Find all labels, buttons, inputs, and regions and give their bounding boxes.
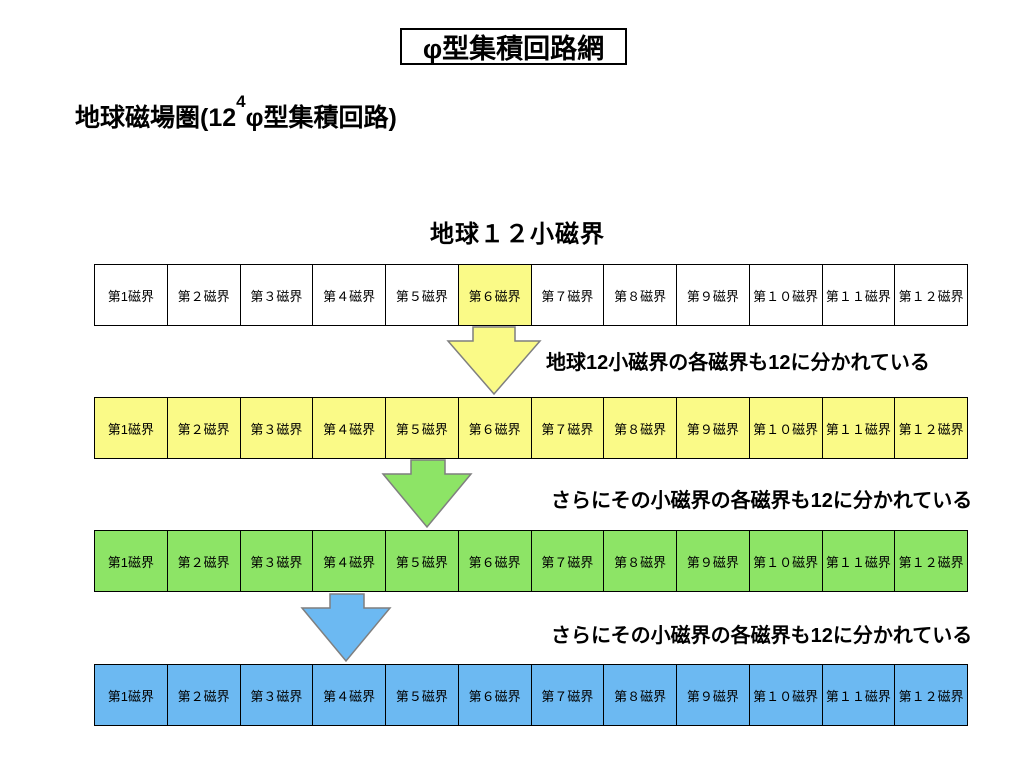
magnetic-cell: 第５磁界 (386, 398, 459, 458)
magnetic-cell: 第１１磁界 (822, 265, 896, 325)
magnetic-cell: 第１２磁界 (895, 665, 967, 725)
magnetic-cell: 第1磁界 (95, 265, 168, 325)
magnetic-cell: 第１０磁界 (749, 531, 823, 591)
magnetic-cell: 第1磁界 (95, 398, 168, 458)
magnetic-cell: 第６磁界 (458, 665, 532, 725)
magnetic-cell: 第３磁界 (240, 398, 314, 458)
magnetic-cell: 第２磁界 (167, 665, 241, 725)
magnetic-cell: 第３磁界 (240, 265, 314, 325)
magnetic-cell: 第１２磁界 (895, 531, 967, 591)
magnetic-cell: 第９磁界 (677, 398, 750, 458)
magnetic-cell: 第８磁界 (604, 531, 677, 591)
magnetic-cell: 第５磁界 (386, 265, 459, 325)
magnetic-cell: 第６磁界 (458, 398, 532, 458)
annotation-level-2: 地球12小磁界の各磁界も12に分かれている (546, 352, 930, 374)
subtitle: 地球磁場圏(124φ型集積回路) (75, 92, 397, 134)
magnetic-cell: 第９磁界 (677, 265, 750, 325)
page-title: φ型集積回路網 (422, 34, 605, 64)
subtitle-suffix: φ型集積回路) (245, 104, 397, 132)
magnetic-row-level-1: 第1磁界第２磁界第３磁界第４磁界第５磁界第６磁界第７磁界第８磁界第９磁界第１０磁… (94, 264, 968, 326)
magnetic-cell: 第６磁界 (458, 265, 532, 325)
magnetic-cell: 第９磁界 (677, 531, 750, 591)
magnetic-cell: 第４磁界 (313, 265, 386, 325)
magnetic-cell: 第１２磁界 (895, 265, 967, 325)
title-box: φ型集積回路網 (400, 28, 627, 65)
blue-down-arrow-icon (300, 593, 392, 663)
magnetic-cell: 第７磁界 (531, 665, 605, 725)
magnetic-cell: 第１０磁界 (749, 265, 823, 325)
magnetic-cell: 第４磁界 (313, 531, 386, 591)
magnetic-cell: 第１０磁界 (749, 398, 823, 458)
row1-heading: 地球１２小磁界 (430, 221, 605, 248)
magnetic-cell: 第７磁界 (531, 265, 605, 325)
magnetic-cell: 第１０磁界 (749, 665, 823, 725)
magnetic-cell: 第1磁界 (95, 665, 168, 725)
magnetic-cell: 第４磁界 (313, 665, 386, 725)
magnetic-cell: 第５磁界 (386, 665, 459, 725)
magnetic-cell: 第２磁界 (167, 398, 241, 458)
magnetic-cell: 第４磁界 (313, 398, 386, 458)
annotation-level-4: さらにその小磁界の各磁界も12に分かれている (551, 625, 973, 647)
magnetic-cell: 第８磁界 (604, 665, 677, 725)
green-down-arrow-icon (381, 459, 473, 529)
magnetic-cell: 第１１磁界 (822, 398, 896, 458)
magnetic-cell: 第３磁界 (240, 531, 314, 591)
magnetic-cell: 第１１磁界 (822, 665, 896, 725)
magnetic-cell: 第１１磁界 (822, 531, 896, 591)
magnetic-cell: 第1磁界 (95, 531, 168, 591)
magnetic-cell: 第８磁界 (604, 265, 677, 325)
magnetic-cell: 第９磁界 (677, 665, 750, 725)
annotation-level-3: さらにその小磁界の各磁界も12に分かれている (551, 490, 973, 512)
subtitle-exponent: 4 (236, 91, 246, 111)
subtitle-prefix: 地球磁場圏(12 (75, 104, 237, 132)
magnetic-cell: 第２磁界 (167, 531, 241, 591)
magnetic-cell: 第５磁界 (386, 531, 459, 591)
magnetic-row-level-4: 第1磁界第２磁界第３磁界第４磁界第５磁界第６磁界第７磁界第８磁界第９磁界第１０磁… (94, 664, 968, 726)
magnetic-row-level-3: 第1磁界第２磁界第３磁界第４磁界第５磁界第６磁界第７磁界第８磁界第９磁界第１０磁… (94, 530, 968, 592)
magnetic-cell: 第８磁界 (604, 398, 677, 458)
magnetic-cell: 第７磁界 (531, 398, 605, 458)
magnetic-cell: 第３磁界 (240, 665, 314, 725)
magnetic-cell: 第１２磁界 (895, 398, 967, 458)
magnetic-cell: 第６磁界 (458, 531, 532, 591)
magnetic-row-level-2: 第1磁界第２磁界第３磁界第４磁界第５磁界第６磁界第７磁界第８磁界第９磁界第１０磁… (94, 397, 968, 459)
magnetic-cell: 第７磁界 (531, 531, 605, 591)
magnetic-cell: 第２磁界 (167, 265, 241, 325)
yellow-down-arrow-icon (446, 326, 542, 396)
